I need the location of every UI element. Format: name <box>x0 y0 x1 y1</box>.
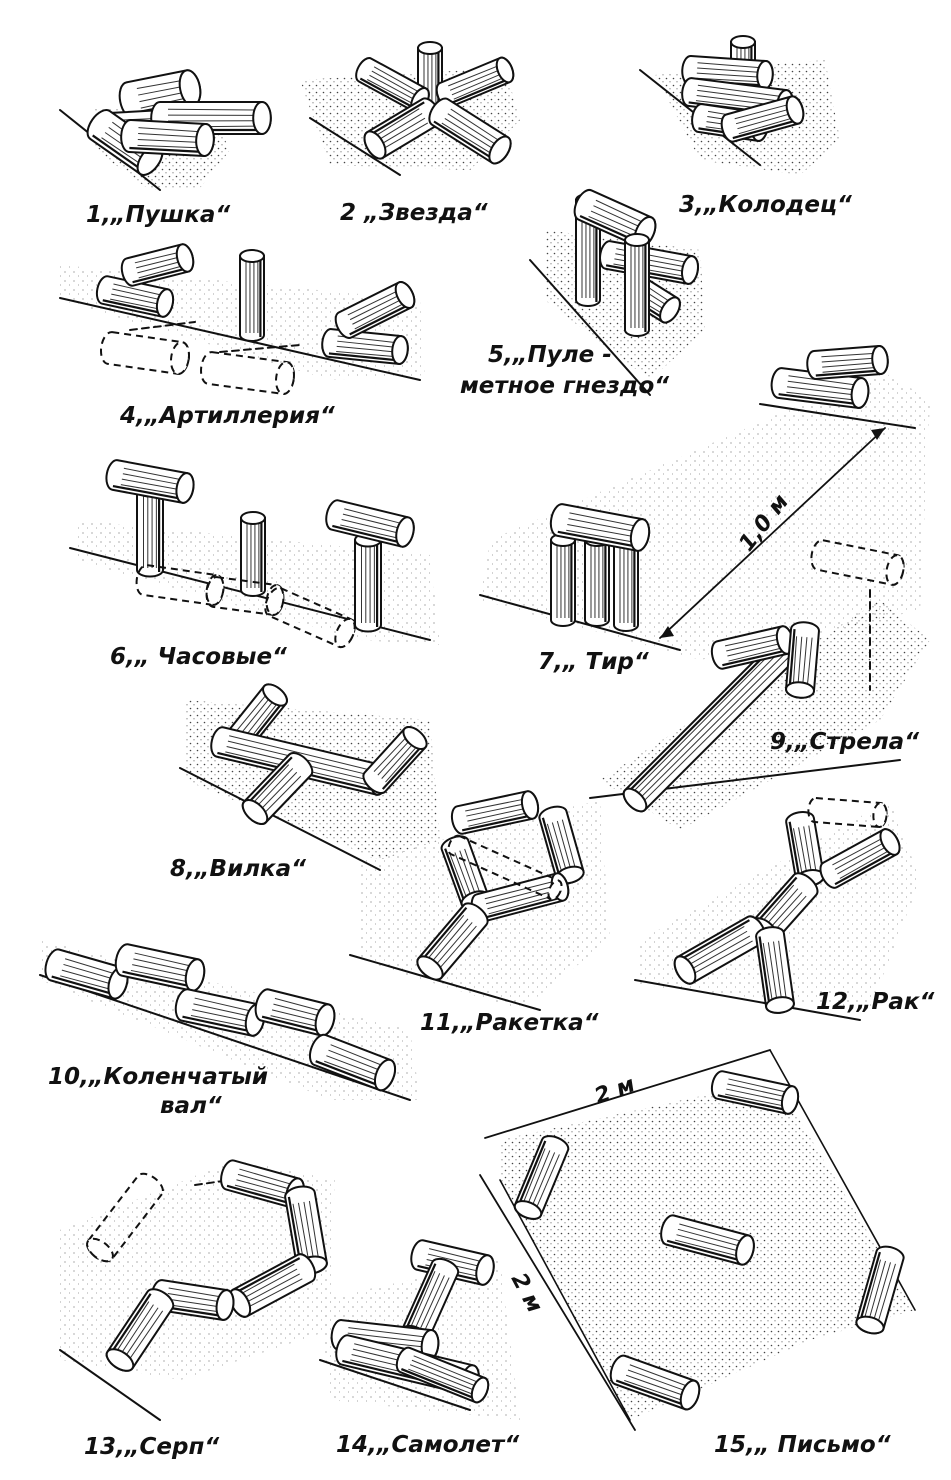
log <box>308 1033 397 1092</box>
ground-line <box>179 767 381 871</box>
caption-serp: 13,„Серп“ <box>84 1434 220 1460</box>
log <box>321 328 409 365</box>
log <box>755 926 795 1014</box>
log <box>100 331 191 375</box>
log <box>785 621 820 699</box>
log <box>254 988 336 1037</box>
caption-kolenchaty-line2: вал“ <box>160 1093 222 1119</box>
log <box>513 1135 570 1220</box>
standing-log <box>550 533 576 627</box>
log <box>660 1214 755 1266</box>
caption-raketka: 11,„Ракетка“ <box>420 1010 599 1036</box>
ground-line <box>319 1359 471 1411</box>
dashed-guide-line <box>129 321 196 331</box>
log <box>428 97 512 165</box>
log <box>200 351 295 395</box>
ground-line <box>349 954 541 1011</box>
log <box>120 119 215 157</box>
log <box>135 564 225 606</box>
standing-log <box>354 532 382 633</box>
log <box>95 275 175 318</box>
ground-line <box>59 1349 161 1421</box>
caption-pulemetnoe-line1: 5,„Пуле - <box>488 342 612 368</box>
log <box>435 56 515 109</box>
standing-log <box>239 249 265 342</box>
log <box>710 1070 800 1115</box>
caption-pulemetnoe-line2: метное гнездо“ <box>460 373 670 399</box>
log <box>807 797 888 828</box>
log <box>416 902 489 981</box>
log <box>720 95 805 143</box>
ground-line <box>484 1049 771 1139</box>
log <box>549 503 651 552</box>
ground-line <box>479 594 681 651</box>
caption-kolenchaty-line1: 10,„Коленчатый <box>48 1064 269 1090</box>
ground-line <box>659 427 886 639</box>
standing-log <box>584 533 610 627</box>
ground-line <box>499 1179 631 1421</box>
log <box>810 539 905 586</box>
caption-rak: 12,„Рак“ <box>816 989 935 1015</box>
log <box>622 632 803 813</box>
standing-log <box>624 233 650 337</box>
log <box>806 345 889 380</box>
caption-kolodets: 3,„Колодец“ <box>679 192 852 218</box>
log <box>264 586 356 649</box>
log <box>819 828 901 889</box>
log <box>120 243 195 287</box>
caption-tir: 7,„ Тир“ <box>538 649 649 675</box>
caption-chasovye: 6,„ Часовые“ <box>110 644 287 670</box>
caption-strela: 9,„Стрела“ <box>770 729 920 755</box>
ground-line <box>479 1174 636 1431</box>
ground-line <box>634 979 861 1021</box>
caption-pushka: 1,„Пушка“ <box>86 202 231 228</box>
log <box>334 281 416 339</box>
log <box>105 459 195 504</box>
caption-artilleriya: 4,„Артиллерия“ <box>120 403 335 429</box>
log <box>362 725 428 794</box>
caption-zvezda: 2 „Звезда“ <box>340 200 488 226</box>
arrow-head <box>871 428 885 440</box>
log <box>325 499 415 548</box>
standing-log <box>240 511 266 597</box>
log <box>770 367 870 409</box>
ground-line <box>529 259 651 396</box>
caption-pismo: 15,„ Письмо“ <box>714 1432 891 1458</box>
ground-line <box>59 297 421 381</box>
log <box>855 1245 905 1335</box>
log <box>228 1253 317 1318</box>
ground-line <box>759 403 916 429</box>
log-drawings <box>44 35 905 1411</box>
log <box>114 943 206 992</box>
log <box>105 1288 175 1372</box>
dashed-guide-line <box>219 344 301 353</box>
log <box>241 752 314 825</box>
arrow-head <box>660 626 674 638</box>
ground-line <box>309 117 401 176</box>
log <box>609 1354 701 1411</box>
log <box>450 790 540 835</box>
log <box>86 1172 164 1263</box>
caption-samolet: 14,„Самолет“ <box>336 1432 520 1458</box>
log <box>395 1346 490 1404</box>
caption-vilka: 8,„Вилка“ <box>170 856 306 882</box>
log <box>447 834 563 901</box>
